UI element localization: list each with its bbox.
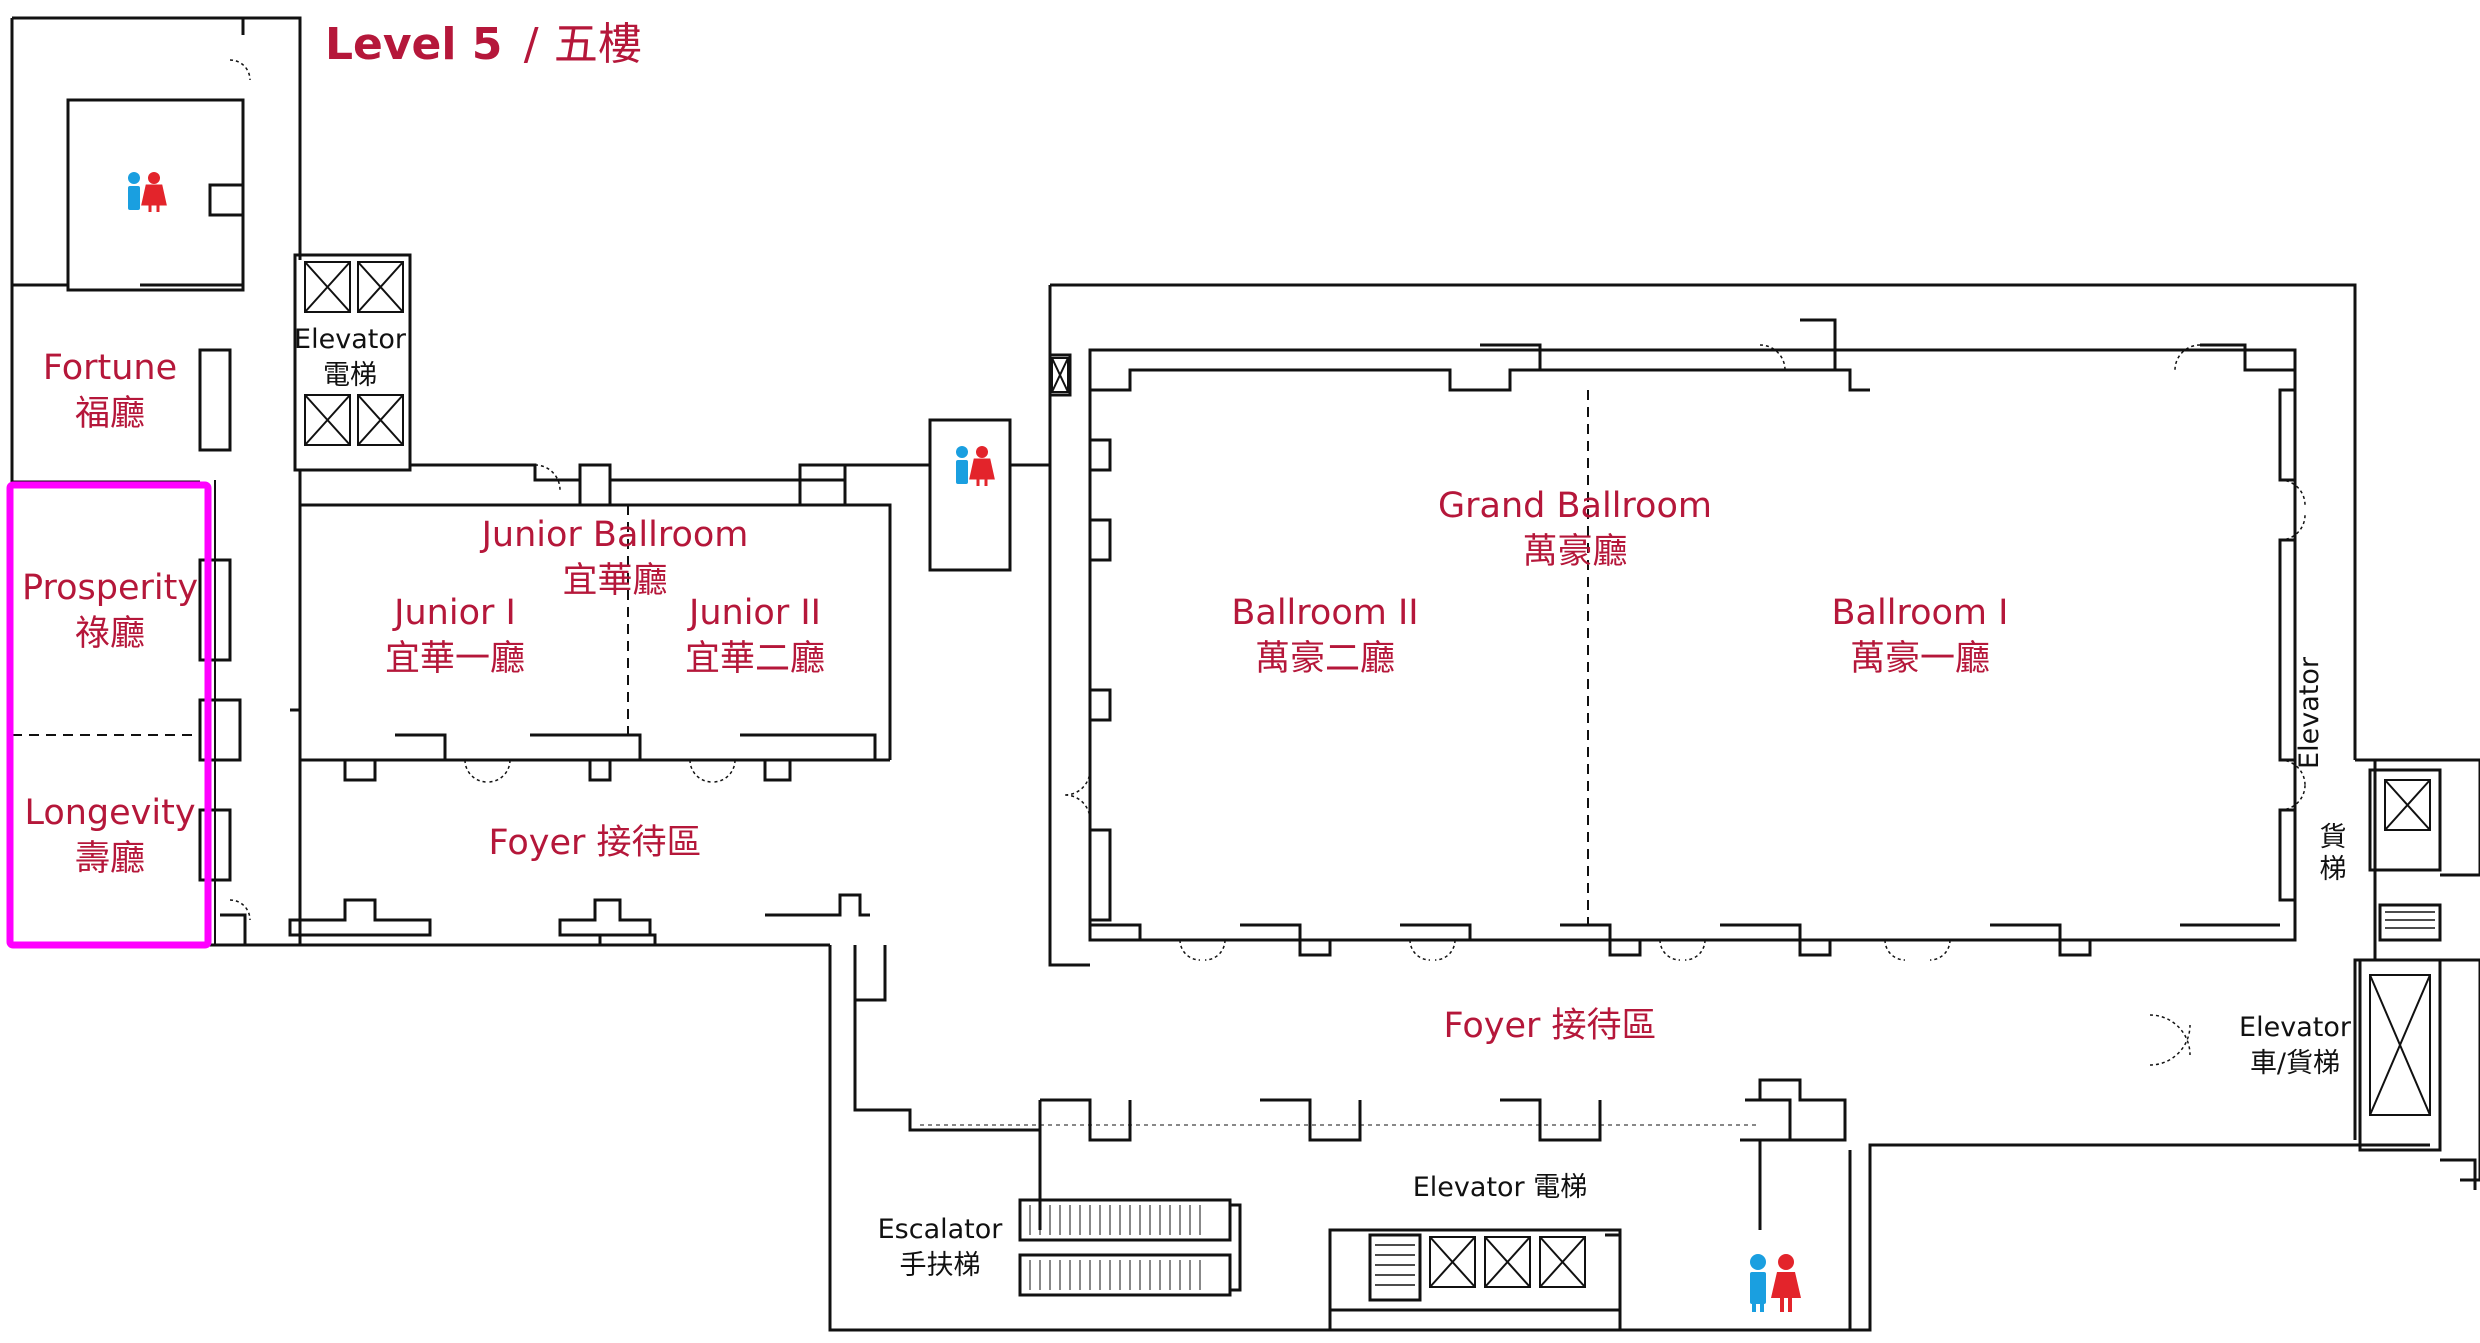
room-ballroom-1[interactable]: Ballroom I 萬豪一廳	[1805, 590, 2035, 682]
elevator-car-cn: 車/貨梯	[2249, 1048, 2341, 1079]
room-junior-ballroom-cn: 宜華廳	[562, 561, 668, 601]
room-junior-2-cn: 宜華二廳	[684, 639, 825, 679]
elevator-right-label-en: Elevator	[2294, 657, 2325, 769]
elevator-top-en: Elevator	[294, 324, 406, 355]
room-junior-1-cn: 宜華一廳	[384, 639, 525, 679]
room-grand-ballroom-cn: 萬豪廳	[1522, 532, 1628, 572]
room-foyer-left-label: Foyer 接待區	[488, 823, 702, 863]
room-fortune-cn: 福廳	[74, 394, 145, 434]
partitions	[12, 390, 1760, 1126]
room-prosperity-cn: 祿廳	[74, 614, 145, 654]
elevator-car-icon	[1051, 357, 2431, 1116]
elevator-top-label: Elevator 電梯	[285, 322, 415, 394]
room-junior-2[interactable]: Junior II 宜華二廳	[660, 590, 850, 682]
stair-right	[2378, 903, 2442, 942]
elevator-top-cn: 電梯	[323, 360, 377, 391]
room-ballroom-2[interactable]: Ballroom II 萬豪二廳	[1210, 590, 1440, 682]
room-foyer-right[interactable]: Foyer 接待區	[1400, 1003, 1700, 1049]
room-junior-ballroom-en: Junior Ballroom	[481, 515, 749, 555]
room-ballroom-1-cn: 萬豪一廳	[1849, 639, 1990, 679]
room-junior-2-en: Junior II	[689, 593, 821, 633]
restroom-icon	[956, 446, 995, 486]
room-foyer-right-label: Foyer 接待區	[1443, 1006, 1657, 1046]
escalator-cn: 手扶梯	[899, 1250, 981, 1281]
restroom-icon	[1750, 1254, 1801, 1312]
room-ballroom-2-en: Ballroom II	[1231, 593, 1419, 633]
room-foyer-left[interactable]: Foyer 接待區	[445, 820, 745, 866]
escalator-icon	[1029, 1205, 1201, 1290]
level-label-cn: 五樓	[553, 19, 642, 70]
room-ballroom-1-en: Ballroom I	[1831, 593, 2009, 633]
escalator-shape	[1018, 1198, 1232, 1297]
outer-wall-top-left	[12, 16, 302, 260]
elevator-bottom-label: Elevator 電梯	[1380, 1170, 1620, 1206]
room-junior-1[interactable]: Junior I 宜華一廳	[360, 590, 550, 682]
elevator-car-en: Elevator	[2239, 1012, 2351, 1043]
elevator-shaft-top	[293, 253, 412, 472]
room-longevity-en: Longevity	[24, 793, 196, 833]
junior-ballroom-walls	[300, 503, 892, 760]
grand-ballroom-inner	[1088, 348, 2297, 942]
elevator-car-box	[2358, 958, 2442, 1152]
stair-icon	[1375, 911, 2435, 1286]
room-junior-ballroom[interactable]: Junior Ballroom 宜華廳	[460, 512, 770, 604]
room-grand-ballroom[interactable]: Grand Ballroom 萬豪廳	[1420, 483, 1730, 575]
room-longevity-cn: 壽廳	[74, 839, 145, 879]
room-longevity[interactable]: Longevity 壽廳	[12, 790, 208, 882]
elevator-car-icon	[304, 261, 404, 446]
escalator-label: Escalator 手扶梯	[865, 1212, 1015, 1284]
elevator-right-box	[2368, 768, 2442, 872]
restroom-icon	[128, 172, 167, 212]
page-title: Level 5 / 五樓	[325, 8, 642, 72]
elevator-right-label-cn: 貨梯	[2319, 822, 2347, 885]
room-grand-ballroom-en: Grand Ballroom	[1438, 486, 1712, 526]
elevator-cars	[304, 261, 2431, 1288]
room-fortune-en: Fortune	[42, 348, 178, 388]
escalator-en: Escalator	[877, 1214, 1003, 1245]
title-separator: /	[523, 19, 539, 70]
walls	[10, 16, 2480, 1332]
elevator-car-icon	[1429, 1236, 1586, 1288]
elevator-bottom-text: Elevator 電梯	[1412, 1172, 1588, 1203]
room-prosperity-en: Prosperity	[21, 568, 199, 608]
restroom-mid-room	[928, 418, 1012, 572]
room-ballroom-2-cn: 萬豪二廳	[1254, 639, 1395, 679]
room-fortune[interactable]: Fortune 福廳	[20, 345, 200, 437]
highlight-box	[6, 481, 212, 949]
doors	[229, 59, 2306, 1066]
grand-ballroom-outer	[1050, 283, 2357, 760]
elevator-car-label: Elevator 車/貨梯	[2230, 1010, 2360, 1082]
room-prosperity[interactable]: Prosperity 祿廳	[12, 565, 208, 657]
room-junior-1-en: Junior I	[394, 593, 516, 633]
level-label: Level 5	[325, 19, 503, 70]
